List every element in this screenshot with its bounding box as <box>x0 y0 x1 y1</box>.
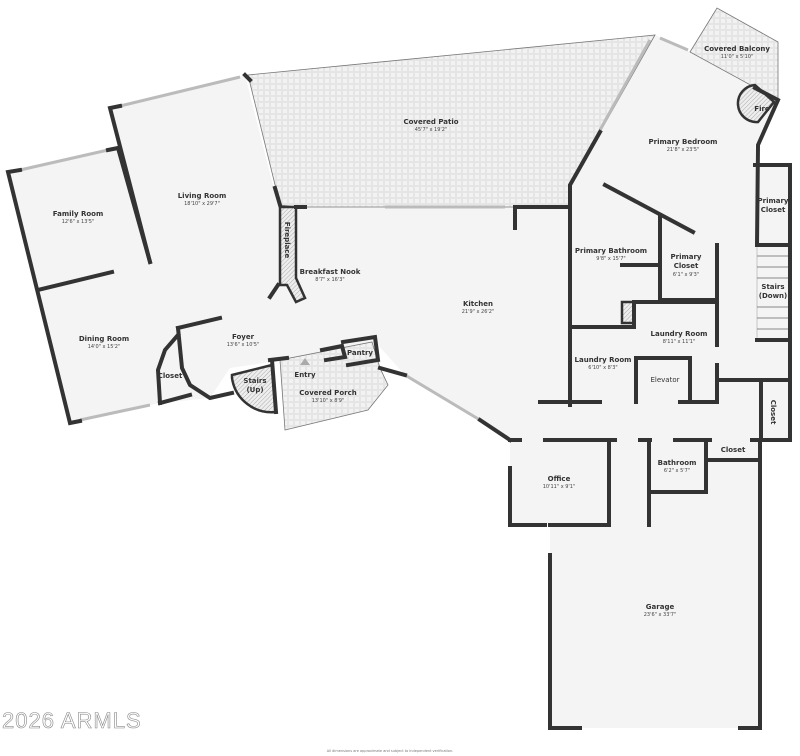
room-primary-bedroom: Primary Bedroom 21'8" x 23'5" <box>649 138 718 153</box>
entry-arrow-icon <box>300 358 310 365</box>
walls <box>5 72 792 730</box>
closet-foyer-label: Closet <box>158 372 183 380</box>
closet-east-label: Closet <box>769 400 777 425</box>
room-name: Covered Patio <box>403 118 458 126</box>
room-name: Kitchen <box>463 300 493 308</box>
room-name: Laundry Room <box>651 330 708 338</box>
room-name: Stairs <box>243 377 266 385</box>
room-primary-closet-east: Primary Closet <box>757 197 788 214</box>
room-name: Covered Balcony <box>704 45 770 53</box>
room-name: Foyer <box>232 333 255 341</box>
room-dims: 6'10" x 8'3" <box>588 365 617 371</box>
room-dims: 45'7" x 19'2" <box>415 127 448 133</box>
room-dims: 11'0" x 5'10" <box>721 54 754 60</box>
room-name: Primary <box>757 197 788 205</box>
room-name: (Down) <box>759 292 787 300</box>
room-name: Breakfast Nook <box>300 268 361 276</box>
room-laundry-room-1: Laundry Room 8'11" x 11'1" <box>651 330 708 345</box>
closet-hall-label: Closet <box>721 446 746 454</box>
room-dims: 8'11" x 11'1" <box>663 339 696 345</box>
room-dims: 21'8" x 23'5" <box>667 147 700 153</box>
room-dims: 18'10" x 29'7" <box>184 201 220 207</box>
elevator-label: Elevator <box>650 376 679 384</box>
room-dining-room: Dining Room 14'0" x 15'2" <box>79 335 129 350</box>
room-dims: 21'9" x 26'2" <box>462 309 495 315</box>
fire-label: Fire <box>754 105 770 113</box>
room-primary-bathroom: Primary Bathroom 9'8" x 15'7" <box>575 247 647 262</box>
room-name: Stairs <box>761 283 784 291</box>
room-dims: 10'11" x 9'1" <box>543 484 576 490</box>
room-stairs-up: Stairs (Up) <box>243 377 266 394</box>
room-family-room: Family Room 12'6" x 13'5" <box>53 210 104 225</box>
room-name: Living Room <box>178 192 227 200</box>
room-name: Office <box>548 475 571 483</box>
room-dims: 6'2" x 5'7" <box>664 468 690 474</box>
footnote: All dimensions are approximate and subje… <box>327 749 454 753</box>
room-name: Dining Room <box>79 335 129 343</box>
room-dims: 12'6" x 13'5" <box>62 219 95 225</box>
pantry-label: Pantry <box>347 349 373 357</box>
room-foyer: Foyer 13'6" x 10'5" <box>227 333 260 348</box>
room-name: Closet <box>674 262 699 270</box>
room-name: Covered Porch <box>299 389 356 397</box>
room-name: Primary <box>670 253 701 261</box>
room-dims: 13'10" x 8'9" <box>312 398 345 404</box>
house-floor <box>8 35 790 728</box>
room-name: Family Room <box>53 210 104 218</box>
watermark: 2026 ARMLS <box>2 708 142 733</box>
room-name: Garage <box>646 603 675 611</box>
covered-balcony-area <box>689 7 779 101</box>
room-dims: 13'6" x 10'5" <box>227 342 260 348</box>
room-dims: 14'0" x 15'2" <box>88 344 121 350</box>
room-dims: 23'6" x 33'7" <box>644 612 677 618</box>
room-name: (Up) <box>246 386 263 394</box>
room-name: Primary Bedroom <box>649 138 718 146</box>
entry-label: Entry <box>294 371 316 379</box>
room-name: Laundry Room <box>575 356 632 364</box>
fireplace-hearth <box>278 205 307 304</box>
room-name: Closet <box>761 206 786 214</box>
room-bathroom: Bathroom 6'2" x 5'7" <box>658 459 697 474</box>
room-name: Bathroom <box>658 459 697 467</box>
room-living-room: Living Room 18'10" x 29'7" <box>178 192 227 207</box>
room-office: Office 10'11" x 9'1" <box>543 475 576 490</box>
room-dims: 9'8" x 15'7" <box>596 256 625 262</box>
room-covered-porch: Covered Porch 13'10" x 8'9" <box>299 389 356 404</box>
room-garage: Garage 23'6" x 33'7" <box>644 603 677 618</box>
room-name: Primary Bathroom <box>575 247 647 255</box>
fireplace-label: Fireplace <box>283 222 291 259</box>
room-primary-closet: Primary Closet 6'1" x 9'3" <box>670 253 701 278</box>
room-breakfast-nook: Breakfast Nook 8'7" x 16'3" <box>300 268 361 283</box>
room-dims: 6'1" x 9'3" <box>673 272 699 278</box>
room-covered-balcony: Covered Balcony 11'0" x 5'10" <box>704 45 770 60</box>
room-covered-patio: Covered Patio 45'7" x 19'2" <box>403 118 458 133</box>
room-stairs-down: Stairs (Down) <box>759 283 787 300</box>
room-kitchen: Kitchen 21'9" x 26'2" <box>462 300 495 315</box>
room-laundry-room-2: Laundry Room 6'10" x 8'3" <box>575 356 632 371</box>
room-dims: 8'7" x 16'3" <box>315 277 344 283</box>
